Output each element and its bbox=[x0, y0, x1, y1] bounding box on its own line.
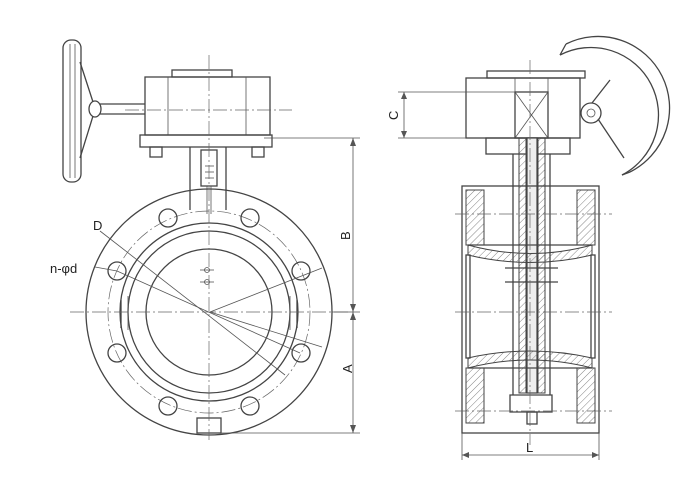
gearbox bbox=[139, 69, 273, 158]
side-view bbox=[398, 35, 671, 460]
handwheel bbox=[62, 39, 145, 183]
side-dimensions bbox=[398, 91, 600, 460]
front-centerlines bbox=[70, 55, 350, 440]
label-B: B bbox=[338, 231, 353, 240]
label-C: C bbox=[386, 111, 401, 120]
valve-neck bbox=[189, 147, 227, 434]
front-view bbox=[62, 39, 360, 440]
label-n-phi-d: n-φd bbox=[50, 261, 77, 276]
front-leaders bbox=[94, 230, 323, 376]
front-dimensions bbox=[221, 137, 360, 434]
label-A: A bbox=[340, 364, 355, 373]
label-D: D bbox=[93, 218, 102, 233]
side-gearbox bbox=[465, 70, 586, 139]
side-handwheel bbox=[559, 35, 671, 176]
bolt-holes bbox=[107, 208, 311, 416]
side-centerlines bbox=[455, 60, 612, 445]
disc-pin-marks bbox=[200, 267, 214, 285]
label-L: L bbox=[526, 440, 533, 455]
